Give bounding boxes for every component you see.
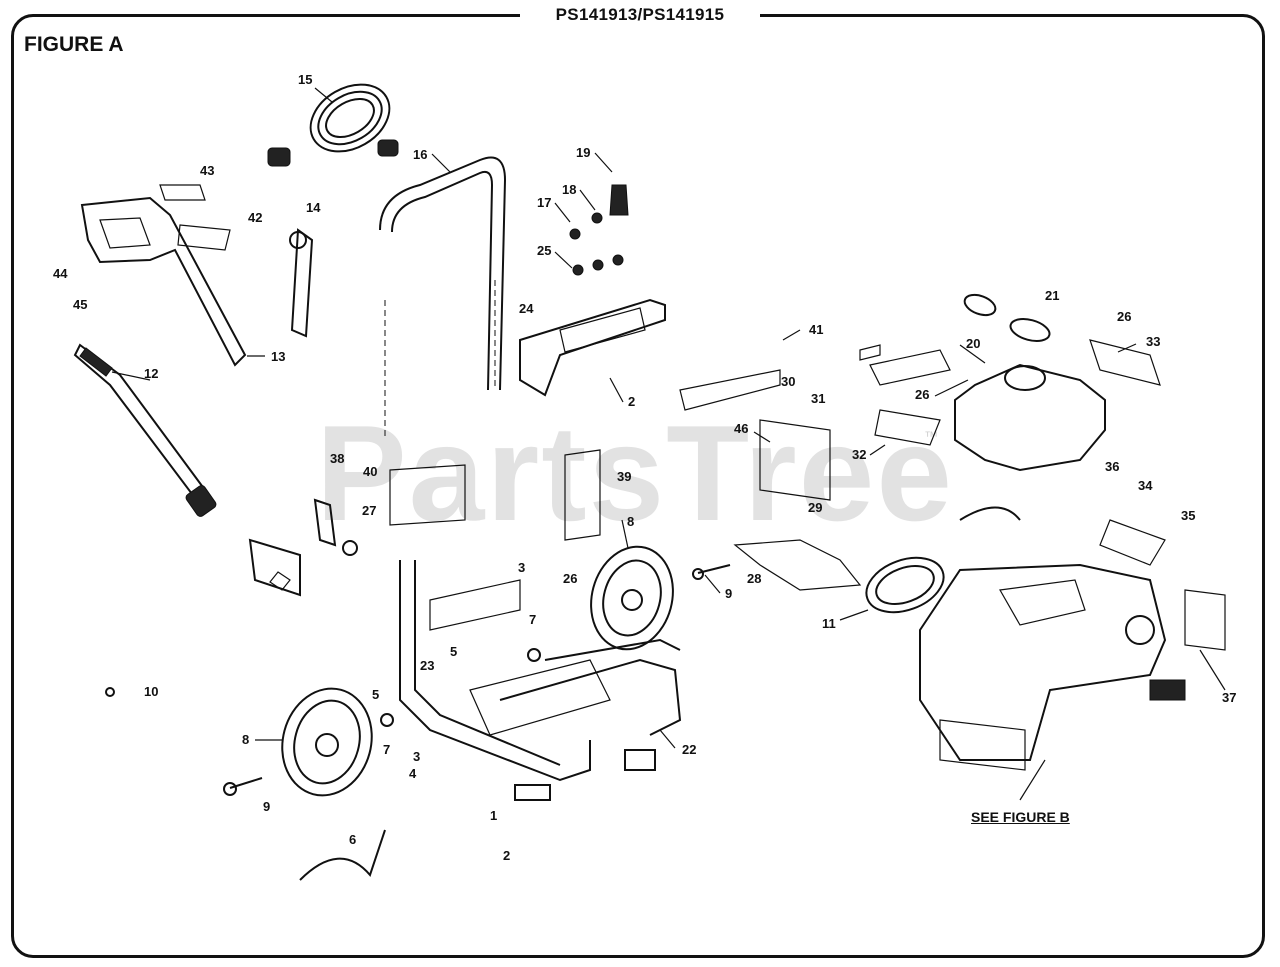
callout-22: 22 bbox=[682, 742, 696, 757]
callout-14: 14 bbox=[306, 200, 321, 215]
part-strap[interactable] bbox=[289, 228, 314, 338]
leader-lines bbox=[111, 87, 1226, 801]
callout-46: 46 bbox=[734, 421, 748, 436]
callout-45: 45 bbox=[73, 297, 87, 312]
callout-27: 27 bbox=[362, 503, 376, 518]
callout-36: 36 bbox=[1105, 459, 1119, 474]
callout-37: 37 bbox=[1222, 690, 1236, 705]
callout-25: 25 bbox=[537, 243, 551, 258]
callout-8a: 8 bbox=[627, 514, 634, 529]
figure-label: FIGURE A bbox=[24, 33, 124, 56]
callout-33: 33 bbox=[1146, 334, 1160, 349]
part-engine-assembly[interactable] bbox=[859, 506, 1186, 771]
callout-41: 41 bbox=[809, 322, 823, 337]
callout-13: 13 bbox=[271, 349, 285, 364]
callout-34: 34 bbox=[1138, 478, 1153, 493]
callout-2a: 2 bbox=[628, 394, 635, 409]
part-spray-wand[interactable] bbox=[73, 343, 217, 518]
callout-31: 31 bbox=[811, 391, 825, 406]
part-wheel-left[interactable] bbox=[271, 678, 384, 805]
callout-40: 40 bbox=[363, 464, 377, 479]
callout-3a: 3 bbox=[518, 560, 525, 575]
model-numbers-title: PS141913/PS141915 bbox=[520, 3, 760, 27]
callout-17: 17 bbox=[537, 195, 551, 210]
callout-15: 15 bbox=[298, 72, 312, 87]
callout-19: 19 bbox=[576, 145, 590, 160]
callout-38: 38 bbox=[330, 451, 344, 466]
callout-12: 12 bbox=[144, 366, 158, 381]
callout-29: 29 bbox=[808, 500, 822, 515]
callout-8b: 8 bbox=[242, 732, 249, 747]
callout-26a: 26 bbox=[1117, 309, 1131, 324]
callout-4: 4 bbox=[409, 766, 417, 781]
callout-7a: 7 bbox=[529, 612, 536, 627]
part-spray-gun[interactable] bbox=[80, 184, 247, 367]
part-wheel-right[interactable] bbox=[580, 537, 684, 658]
callout-9b: 9 bbox=[263, 799, 270, 814]
callout-30: 30 bbox=[781, 374, 795, 389]
callout-23: 23 bbox=[420, 658, 434, 673]
callout-16: 16 bbox=[413, 147, 427, 162]
callout-21: 21 bbox=[1045, 288, 1059, 303]
callout-labels: 15 16 19 18 17 25 43 42 14 44 45 13 12 2… bbox=[53, 72, 1236, 863]
callout-42: 42 bbox=[248, 210, 262, 225]
watermark-trademark: ™ bbox=[924, 428, 938, 444]
part-frame[interactable] bbox=[248, 498, 682, 801]
callout-28: 28 bbox=[747, 571, 761, 586]
callout-39: 39 bbox=[617, 469, 631, 484]
part-fuel-tank[interactable] bbox=[954, 291, 1106, 472]
callout-18: 18 bbox=[562, 182, 576, 197]
callout-5b: 5 bbox=[372, 687, 379, 702]
part-nozzle-holder[interactable] bbox=[519, 184, 666, 397]
callout-5a: 5 bbox=[450, 644, 457, 659]
callout-1: 1 bbox=[490, 808, 497, 823]
callout-24: 24 bbox=[519, 301, 534, 316]
callout-10: 10 bbox=[144, 684, 158, 699]
callout-26b: 26 bbox=[915, 387, 929, 402]
callout-26c: 26 bbox=[563, 571, 577, 586]
callout-6: 6 bbox=[349, 832, 356, 847]
part-handle[interactable] bbox=[379, 156, 507, 441]
part-hose-coil[interactable] bbox=[267, 71, 401, 167]
callout-32: 32 bbox=[852, 447, 866, 462]
callout-20: 20 bbox=[966, 336, 980, 351]
callout-44: 44 bbox=[53, 266, 68, 281]
callout-2b: 2 bbox=[503, 848, 510, 863]
callout-11: 11 bbox=[822, 616, 836, 631]
callout-35: 35 bbox=[1181, 508, 1195, 523]
part-decals[interactable] bbox=[389, 339, 1226, 651]
see-figure-b-link[interactable]: SEE FIGURE B bbox=[971, 809, 1070, 825]
callout-43: 43 bbox=[200, 163, 214, 178]
callout-3b: 3 bbox=[413, 749, 420, 764]
callout-7b: 7 bbox=[383, 742, 390, 757]
callout-9a: 9 bbox=[725, 586, 732, 601]
part-axle-hardware[interactable] bbox=[105, 564, 731, 881]
